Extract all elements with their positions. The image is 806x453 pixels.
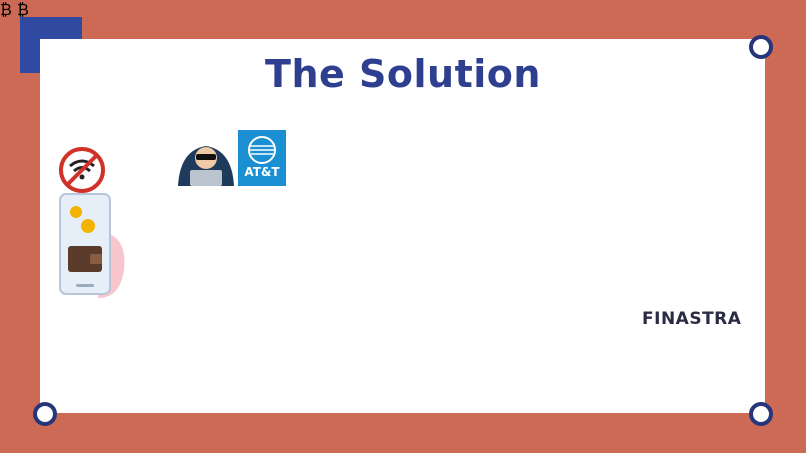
att-logo-icon (238, 130, 286, 186)
phone-wallet-icon (59, 193, 125, 298)
corner-decoration (20, 17, 82, 73)
finastra-logo-label: FINASTRA (642, 309, 742, 329)
corner-ring-bottom-right (749, 402, 773, 426)
att-logo-label: AT&T (244, 165, 280, 179)
slide-canvas (40, 39, 765, 413)
bitcoin-blockchain-icon: ₿ ₿ (0, 0, 29, 19)
no-wifi-icon (59, 147, 105, 193)
hacker-icon (178, 146, 234, 186)
slide-title: The Solution (265, 52, 541, 96)
corner-ring-top-right (749, 35, 773, 59)
corner-ring-bottom-left (33, 402, 57, 426)
